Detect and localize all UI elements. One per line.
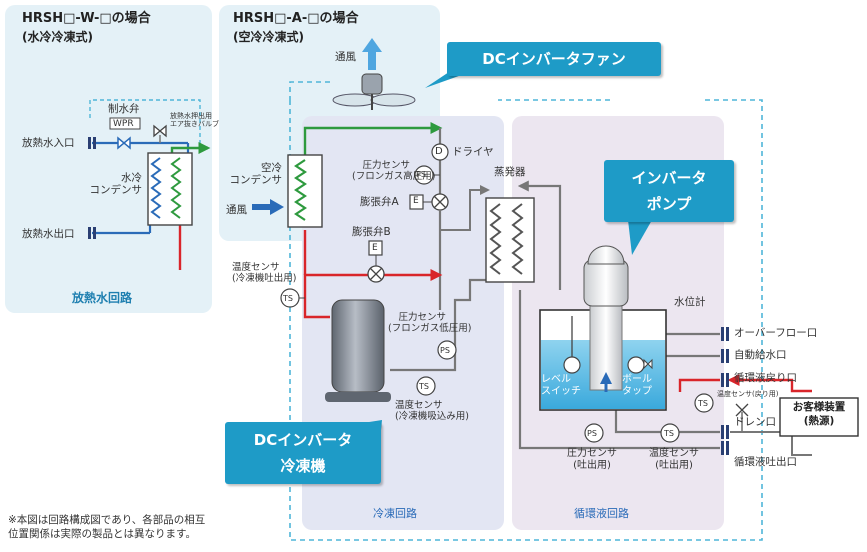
ts-outlet-symbol: TS (664, 429, 674, 438)
water-valve-label: 制水弁 (108, 103, 140, 115)
level-switch-label: レベル スイッチ (541, 374, 581, 397)
temp-outlet-label: 温度センサ (吐出用) (649, 448, 699, 471)
refrigeration-circuit-label: 冷凍回路 (373, 507, 417, 520)
water-condenser-label: 水冷 コンデンサ (89, 172, 143, 197)
temp-suction-label: 温度センサ (冷凍機吸込み用) (395, 400, 469, 423)
ts-discharge-symbol: TS (283, 294, 293, 303)
expansion-valve-a-label: 膨張弁A (360, 196, 399, 208)
airflow-left-label: 通風 (226, 204, 247, 216)
unit-boundary (289, 99, 763, 541)
e-symbol-a: E (413, 196, 419, 206)
pressure-high-label: 圧力センサ (フロンガス高圧用) (352, 160, 436, 183)
dc-inverter-compressor-callout: DCインバータ 冷凍機 (225, 422, 381, 484)
water-cooled-subtitle: (水冷冷凍式) (22, 30, 93, 44)
air-vent-valve-label: 放熱水押出用 エア抜きバルブ (170, 112, 219, 129)
pressure-outlet-label: 圧力センサ (吐出用) (567, 448, 617, 471)
dryer-symbol: D (435, 146, 443, 157)
wpr-label: WPR (113, 119, 134, 129)
air-cooled-subtitle: (空冷冷凍式) (233, 30, 304, 44)
ts-return-symbol: TS (698, 399, 708, 408)
air-condenser-label: 空冷 コンデンサ (229, 162, 283, 187)
ts-suction-symbol: TS (419, 382, 429, 391)
air-cooled-title: HRSH□-A-□の場合 (233, 11, 359, 26)
dryer-label: ドライヤ (452, 146, 494, 158)
expansion-valve-b-label: 膨張弁B (352, 226, 391, 238)
drain-port-label: ドレン口 (734, 416, 776, 428)
level-gauge-label: 水位計 (674, 296, 706, 308)
customer-equipment-label: お客様装置 (熱源) (792, 401, 846, 427)
overflow-port-label: オーバーフロー口 (734, 327, 818, 339)
circulation-outlet-label: 循環液吐出口 (734, 456, 797, 468)
circulation-circuit-label: 循環液回路 (574, 507, 629, 520)
airflow-top-label: 通風 (335, 51, 356, 63)
ps-outlet-symbol: PS (587, 429, 597, 438)
temp-return-label: 温度センサ(戻り用) (717, 390, 779, 398)
pressure-low-label: 圧力センサ (フロンガス低圧用) (388, 312, 472, 335)
footnote: ※本図は回路構成図であり、各部品の相互 位置関係は実際の製品とは異なります。 (8, 514, 206, 540)
temp-discharge-label: 温度センサ (冷凍機吐出用) (232, 262, 297, 285)
inverter-pump-callout: インバータ ポンプ (604, 160, 734, 222)
water-cooled-title: HRSH□-W-□の場合 (22, 11, 151, 26)
ps-high-symbol: PS (416, 170, 426, 179)
auto-supply-port-label: 自動給水口 (734, 349, 787, 361)
evaporator-label: 蒸発器 (494, 166, 526, 178)
ps-low-symbol: PS (440, 346, 450, 355)
water-outlet-label: 放熱水出口 (22, 228, 75, 240)
ball-tap-label: ボール タップ (622, 374, 652, 397)
water-inlet-label: 放熱水入口 (22, 137, 75, 149)
water-cooled-panel (5, 5, 212, 313)
dc-inverter-fan-callout: DCインバータファン (447, 42, 661, 76)
return-port-label: 循環液戻り口 (734, 372, 797, 384)
e-symbol-b: E (372, 243, 378, 253)
water-circuit-label: 放熱水回路 (72, 291, 133, 305)
